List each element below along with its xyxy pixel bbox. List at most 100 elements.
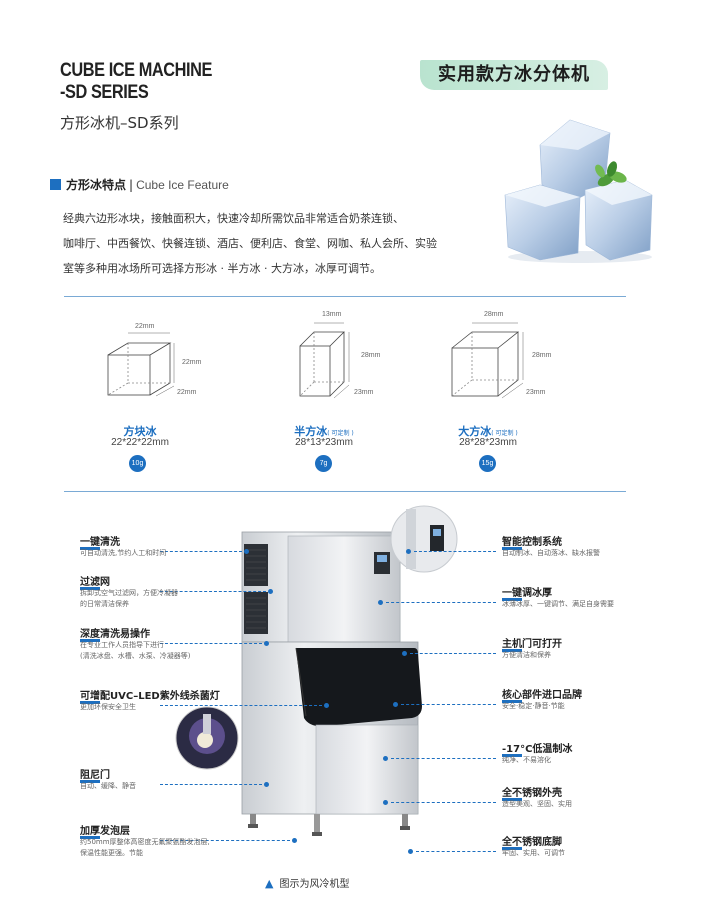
leader-line xyxy=(410,653,496,654)
control-panel-zoom-image xyxy=(390,505,458,573)
title-chinese: 方形冰机–SD系列 xyxy=(60,114,179,132)
feature-desc: 方便清洁和保养 xyxy=(502,651,551,659)
divider xyxy=(64,491,626,492)
cube-name: 半方冰( 可定制 ) xyxy=(294,425,354,438)
product-tag: 实用款方冰分体机 xyxy=(420,60,608,90)
cube-size: 28*13*23mm xyxy=(295,437,353,448)
feature-title: 阻尼门 xyxy=(80,770,110,781)
uv-lamp-zoom-image xyxy=(175,706,239,770)
feature-title: 主机门可打开 xyxy=(502,639,562,650)
leader-line xyxy=(160,591,266,592)
leader-dot xyxy=(402,651,407,656)
cube-name: 方块冰 xyxy=(123,425,157,438)
feature-desc: 冰薄冰厚、一键调节、满足自身需要 xyxy=(502,600,614,608)
cube-size: 22*22*22mm xyxy=(111,437,169,448)
cube-diagram-large xyxy=(451,322,524,399)
underline-accent xyxy=(502,598,522,601)
leader-dot xyxy=(264,641,269,646)
intro-line: 经典六边形冰块，接触面积大，快速冷却所需饮品非常适合奶茶连锁、 xyxy=(63,212,404,225)
underline-accent xyxy=(80,701,100,704)
dim-label: 28mm xyxy=(532,352,552,359)
feature-desc: (清洗冰盘、水槽、水泵、冷凝器等) xyxy=(80,652,191,660)
leader-line xyxy=(160,551,242,552)
leader-dot xyxy=(268,589,273,594)
feature-desc: 造型美观、坚固、实用 xyxy=(502,800,572,808)
feature-title: 过滤网 xyxy=(80,577,110,588)
leader-line xyxy=(386,602,496,603)
dim-label: 22mm xyxy=(177,389,197,396)
feature-section-title: 方形冰特点 | Cube Ice Feature xyxy=(50,176,229,193)
leader-line xyxy=(401,704,496,705)
leader-dot xyxy=(383,800,388,805)
leader-line xyxy=(391,758,496,759)
weight-badge: 10g xyxy=(129,455,146,472)
divider xyxy=(64,296,626,297)
leader-line xyxy=(160,784,262,785)
underline-accent xyxy=(502,700,522,703)
leader-dot xyxy=(383,756,388,761)
dim-label: 22mm xyxy=(135,323,155,330)
feature-desc: 自动制冰、自动落冰、缺水报警 xyxy=(502,549,600,557)
weight-badge: 15g xyxy=(479,455,496,472)
leader-dot xyxy=(378,600,383,605)
underline-accent xyxy=(502,649,522,652)
dim-label: 22mm xyxy=(182,359,202,366)
leader-dot xyxy=(244,549,249,554)
leader-line xyxy=(160,705,322,706)
leader-line xyxy=(160,643,262,644)
feature-desc: 的日常清洁保养 xyxy=(80,600,129,608)
leader-line xyxy=(416,851,496,852)
intro-line: 室等多种用冰场所可选择方形冰 · 半方冰 · 大方冰，冰厚可调节。 xyxy=(63,262,381,275)
dim-label: 28mm xyxy=(361,352,381,359)
feature-title: 全不锈钢底脚 xyxy=(502,837,562,848)
triangle-up-icon: ▲ xyxy=(265,877,274,890)
feature-desc: 在专业工作人员指导下进行 xyxy=(80,641,164,649)
dim-label: 23mm xyxy=(354,389,374,396)
underline-accent xyxy=(502,798,522,801)
intro-line: 咖啡厅、中西餐饮、快餐连锁、酒店、便利店、食堂、网咖、私人会所、实验 xyxy=(63,237,437,250)
underline-accent xyxy=(80,547,100,550)
feature-desc: 拆卸式空气过滤网，方便冷凝器 xyxy=(80,589,178,597)
feature-title: -17°C低温制冰 xyxy=(502,744,573,755)
title-english: CUBE ICE MACHINE -SD SERIES xyxy=(60,60,212,103)
underline-accent xyxy=(80,836,100,839)
feature-title: 加厚发泡层 xyxy=(80,826,130,837)
feature-title: 深度清洗易操作 xyxy=(80,629,150,640)
leader-line xyxy=(414,551,496,552)
cube-size: 28*28*23mm xyxy=(459,437,517,448)
feature-desc: 保温性能更强。节能 xyxy=(80,849,143,857)
underline-accent xyxy=(502,847,522,850)
feature-desc: 约50mm厚整体高密度无氟聚氨酯发泡层, xyxy=(80,838,210,846)
leader-dot xyxy=(393,702,398,707)
section-marker-icon xyxy=(50,179,61,190)
feature-desc: 牢固、实用、可调节 xyxy=(502,849,565,857)
feature-desc: 可自动清洗,节约人工和时间 xyxy=(80,549,167,557)
feature-desc: 更加环保安全卫生 xyxy=(80,703,136,711)
weight-badge: 7g xyxy=(315,455,332,472)
feature-title: 可增配UVC–LED紫外线杀菌灯 xyxy=(80,691,220,702)
feature-desc: 安全·稳定·静音·节能 xyxy=(502,702,565,710)
feature-title: 全不锈钢外壳 xyxy=(502,788,562,799)
leader-dot xyxy=(408,849,413,854)
feature-title: 一键清洗 xyxy=(80,537,120,548)
leader-dot xyxy=(406,549,411,554)
leader-line xyxy=(391,802,496,803)
underline-accent xyxy=(80,587,100,590)
leader-dot xyxy=(292,838,297,843)
underline-accent xyxy=(502,754,522,757)
leader-line xyxy=(160,840,290,841)
feature-desc: 纯净、不易溶化 xyxy=(502,756,551,764)
caption: ▲图示为风冷机型 xyxy=(265,877,350,890)
cube-diagram-half xyxy=(299,322,350,399)
feature-title: 一键调冰厚 xyxy=(502,588,552,599)
dim-label: 28mm xyxy=(484,311,504,318)
cube-diagram-square xyxy=(107,332,175,397)
feature-title: 智能控制系统 xyxy=(502,537,562,548)
feature-title: 核心部件进口品牌 xyxy=(502,690,582,701)
cube-name: 大方冰( 可定制 ) xyxy=(458,425,518,438)
leader-dot xyxy=(264,782,269,787)
dim-label: 13mm xyxy=(322,311,342,318)
leader-dot xyxy=(324,703,329,708)
underline-accent xyxy=(80,639,100,642)
underline-accent xyxy=(80,780,100,783)
